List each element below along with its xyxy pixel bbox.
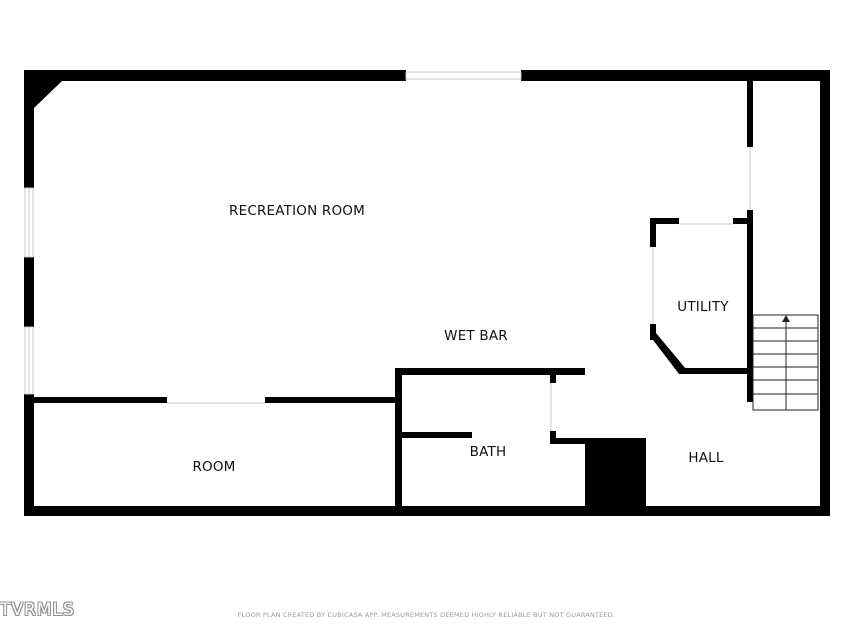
utility-wall-bottom [679,368,753,374]
stair-arrow-icon [782,315,790,322]
outer-wall-left-mid [24,257,34,327]
label-wet-bar: WET BAR [444,328,508,344]
label-utility: UTILITY [677,299,729,315]
utility-wall-left-lower [650,324,656,340]
bath-wall-top [395,368,585,375]
window-top [405,71,522,80]
stairs [752,314,819,411]
corner-chamfer [34,81,62,108]
utility-wall-angle [650,333,686,374]
floor-plan-disclaimer: FLOOR PLAN CREATED BY CUBICASA APP. MEAS… [237,611,616,619]
outer-wall-top-right [521,70,830,81]
walls [24,70,830,516]
label-recreation-room: RECREATION ROOM [229,203,365,219]
label-hall: HALL [688,450,724,466]
bath-wall-bottom-right [550,438,590,444]
bath-wall-left [395,368,402,512]
utility-wall-left [650,218,656,247]
label-room: ROOM [192,459,235,475]
outer-wall-bottom [24,506,830,516]
label-bath: BATH [470,444,507,460]
bath-wall-right-lower [550,431,556,444]
bath-wall-stub [402,432,472,438]
closet-solid [585,438,646,510]
outer-wall-right [820,70,830,516]
utility-wall-top-right [733,218,753,224]
room-wall-top-left [34,397,167,403]
utility-wall-top-left [650,218,679,224]
stair-wall-upper [747,81,753,147]
stair-wall-lower [747,210,753,402]
room-wall-top-right [265,397,401,403]
openings [24,71,751,431]
outer-wall-left-top [24,70,34,188]
outer-wall-top-left [24,70,406,81]
room-labels: RECREATION ROOM WET BAR UTILITY ROOM BAT… [192,203,729,475]
bath-wall-right-upper [550,375,556,383]
mls-watermark: TVRMLS [0,600,75,620]
outer-wall-left-bottom [24,394,34,516]
